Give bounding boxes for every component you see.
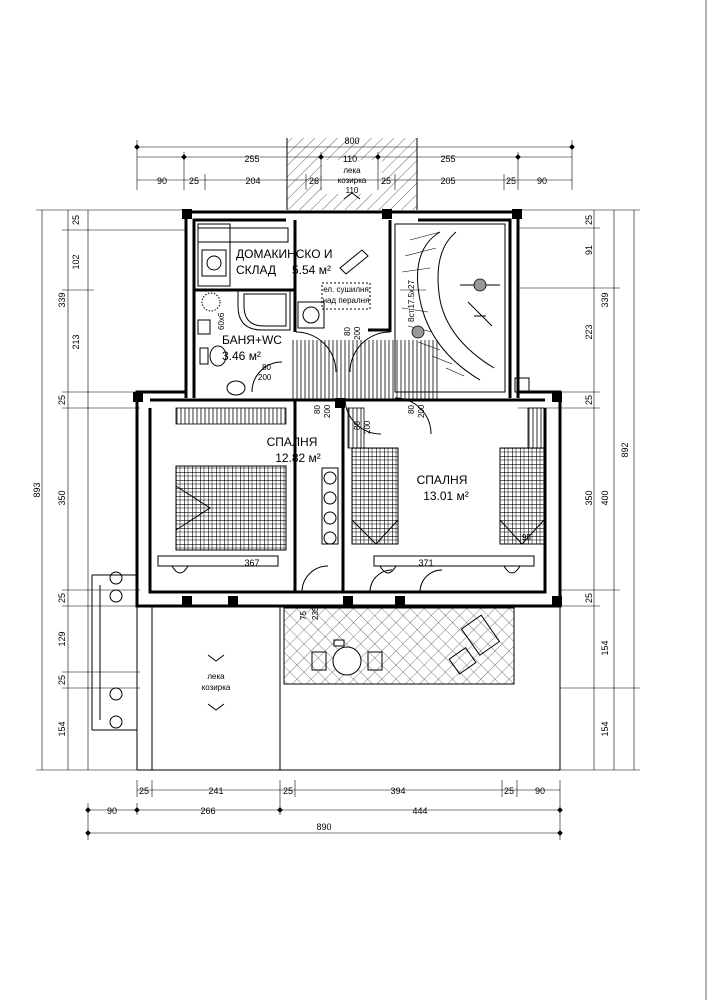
dim-right-10: 154: [600, 721, 610, 736]
storage-area: 5.54 м²: [292, 263, 331, 277]
bathroom: БАНЯ+WC 3.46 м² 60x6: [197, 289, 291, 396]
dim-top-total: 800: [344, 136, 359, 146]
storage-name-2: СКЛАД: [236, 263, 276, 277]
dim-bottom-r1-c: 25: [283, 786, 293, 796]
dim-right-outer: 892: [620, 442, 630, 457]
door-2-h: 200: [258, 373, 272, 382]
dim-right-1: 25: [584, 215, 594, 225]
dim-top-r2-e: 25: [381, 176, 391, 186]
dim-left-10: 154: [57, 721, 67, 736]
dim-left-6: 350: [57, 490, 67, 505]
bedroom-left-area: 12.82 м²: [275, 451, 321, 465]
canopy-bottom-label-1: лека: [207, 672, 225, 681]
storage-name-1: ДОМАКИНСКО И: [236, 247, 333, 261]
stair-label: 8ст.17.5x27: [407, 280, 416, 322]
bedroom-right: СПАЛНЯ 13.01 м² 371 95: [347, 407, 545, 574]
balcony: [283, 607, 515, 685]
top-canopy: лека козирка 110: [286, 138, 418, 210]
door-4-h: 200: [417, 404, 426, 418]
dim-left-7: 25: [57, 593, 67, 603]
dim-left-9: 25: [57, 675, 67, 685]
dim-top-r2-c: 204: [245, 176, 260, 186]
dim-top-r2-d: 26: [309, 176, 319, 186]
dim-right-6: 350: [584, 490, 594, 505]
canopy-top-label-2: козирка: [338, 176, 367, 185]
dim-right-5: 25: [584, 395, 594, 405]
staircase: 8ст.17.5x27: [394, 223, 506, 393]
dim-top-r2-f: 205: [440, 176, 455, 186]
dim-left-1: 25: [71, 215, 81, 225]
canopy-top-width: 110: [346, 186, 359, 195]
left-dimensions: 893 25 102 339 213 25 350 25 129 25 154: [32, 209, 186, 771]
door-5-h: 200: [363, 420, 372, 434]
dim-right-2: 91: [584, 245, 594, 255]
bath-area: 3.46 м²: [222, 349, 261, 363]
bedroom-left-name: СПАЛНЯ: [267, 435, 318, 449]
dim-left-8: 129: [57, 631, 67, 646]
walls: [133, 209, 562, 608]
dim-interior-right: 371: [418, 558, 433, 568]
storage-room: ДОМАКИНСКО И СКЛАД 5.54 м² ел. сушилня н…: [197, 223, 371, 329]
corridor-floor: [292, 340, 438, 400]
door-3-h: 200: [323, 404, 332, 418]
dim-top-r1-c: 255: [440, 154, 455, 164]
door-1-w: 80: [343, 327, 352, 336]
dim-right-9: 154: [600, 640, 610, 655]
dim-right-7: 400: [600, 490, 610, 505]
bedroom-right-area: 13.01 м²: [423, 489, 469, 503]
storage-note-2: над пералня: [323, 296, 370, 305]
dim-bottom-r2-a: 90: [107, 806, 117, 816]
dim-wardrobe: 95: [522, 533, 531, 542]
dim-left-4: 213: [71, 334, 81, 349]
bedroom-right-name: СПАЛНЯ: [417, 473, 468, 487]
dim-left-2: 102: [71, 254, 81, 269]
bedroom-left: СПАЛНЯ 12.82 м² 367: [157, 407, 339, 574]
dim-right-3: 339: [600, 292, 610, 307]
dim-top-r2-h: 90: [537, 176, 547, 186]
dim-bottom-r2-b: 266: [200, 806, 215, 816]
dim-top-r2-a: 90: [157, 176, 167, 186]
dim-bottom-r1-f: 90: [535, 786, 545, 796]
dim-bottom-r1-a: 25: [139, 786, 149, 796]
door-3-w: 80: [313, 405, 322, 414]
dim-top-r2-g: 25: [506, 176, 516, 186]
bottom-dimensions: 25 241 25 394 25 90 90 266 444 890: [85, 780, 563, 840]
top-dimensions: 800 255 110 255 90 25 204 26 25 205 25 9…: [134, 136, 575, 190]
storage-note-1: ел. сушилня: [323, 285, 369, 294]
dim-bottom-r1-d: 394: [390, 786, 405, 796]
bath-name: БАНЯ+WC: [222, 333, 282, 347]
dim-bottom-r1-b: 241: [208, 786, 223, 796]
bottom-canopy: лека козирка: [91, 571, 561, 771]
dim-interior-left: 367: [244, 558, 259, 568]
door-4-w: 80: [407, 405, 416, 414]
canopy-top-label-1: лека: [343, 166, 361, 175]
dim-left-3: 339: [57, 292, 67, 307]
dim-bottom-total: 890: [316, 822, 331, 832]
door-1-h: 200: [353, 326, 362, 340]
dim-bottom-r2-c: 444: [412, 806, 427, 816]
dim-bottom-r1-e: 25: [504, 786, 514, 796]
dim-top-r1-a: 255: [244, 154, 259, 164]
right-dimensions: 892 25 91 339 223 25 350 400 25 154 154: [518, 209, 640, 771]
dim-right-4: 223: [584, 324, 594, 339]
window-label: 60x6: [217, 312, 226, 330]
dim-top-r2-b: 25: [189, 176, 199, 186]
dim-left-5: 25: [57, 395, 67, 405]
dim-right-8: 25: [584, 593, 594, 603]
dim-top-r1-b: 110: [343, 154, 357, 164]
dim-left-outer: 893: [32, 482, 42, 497]
door-2-w: 80: [262, 363, 271, 372]
canopy-bottom-label-2: козирка: [202, 683, 231, 692]
